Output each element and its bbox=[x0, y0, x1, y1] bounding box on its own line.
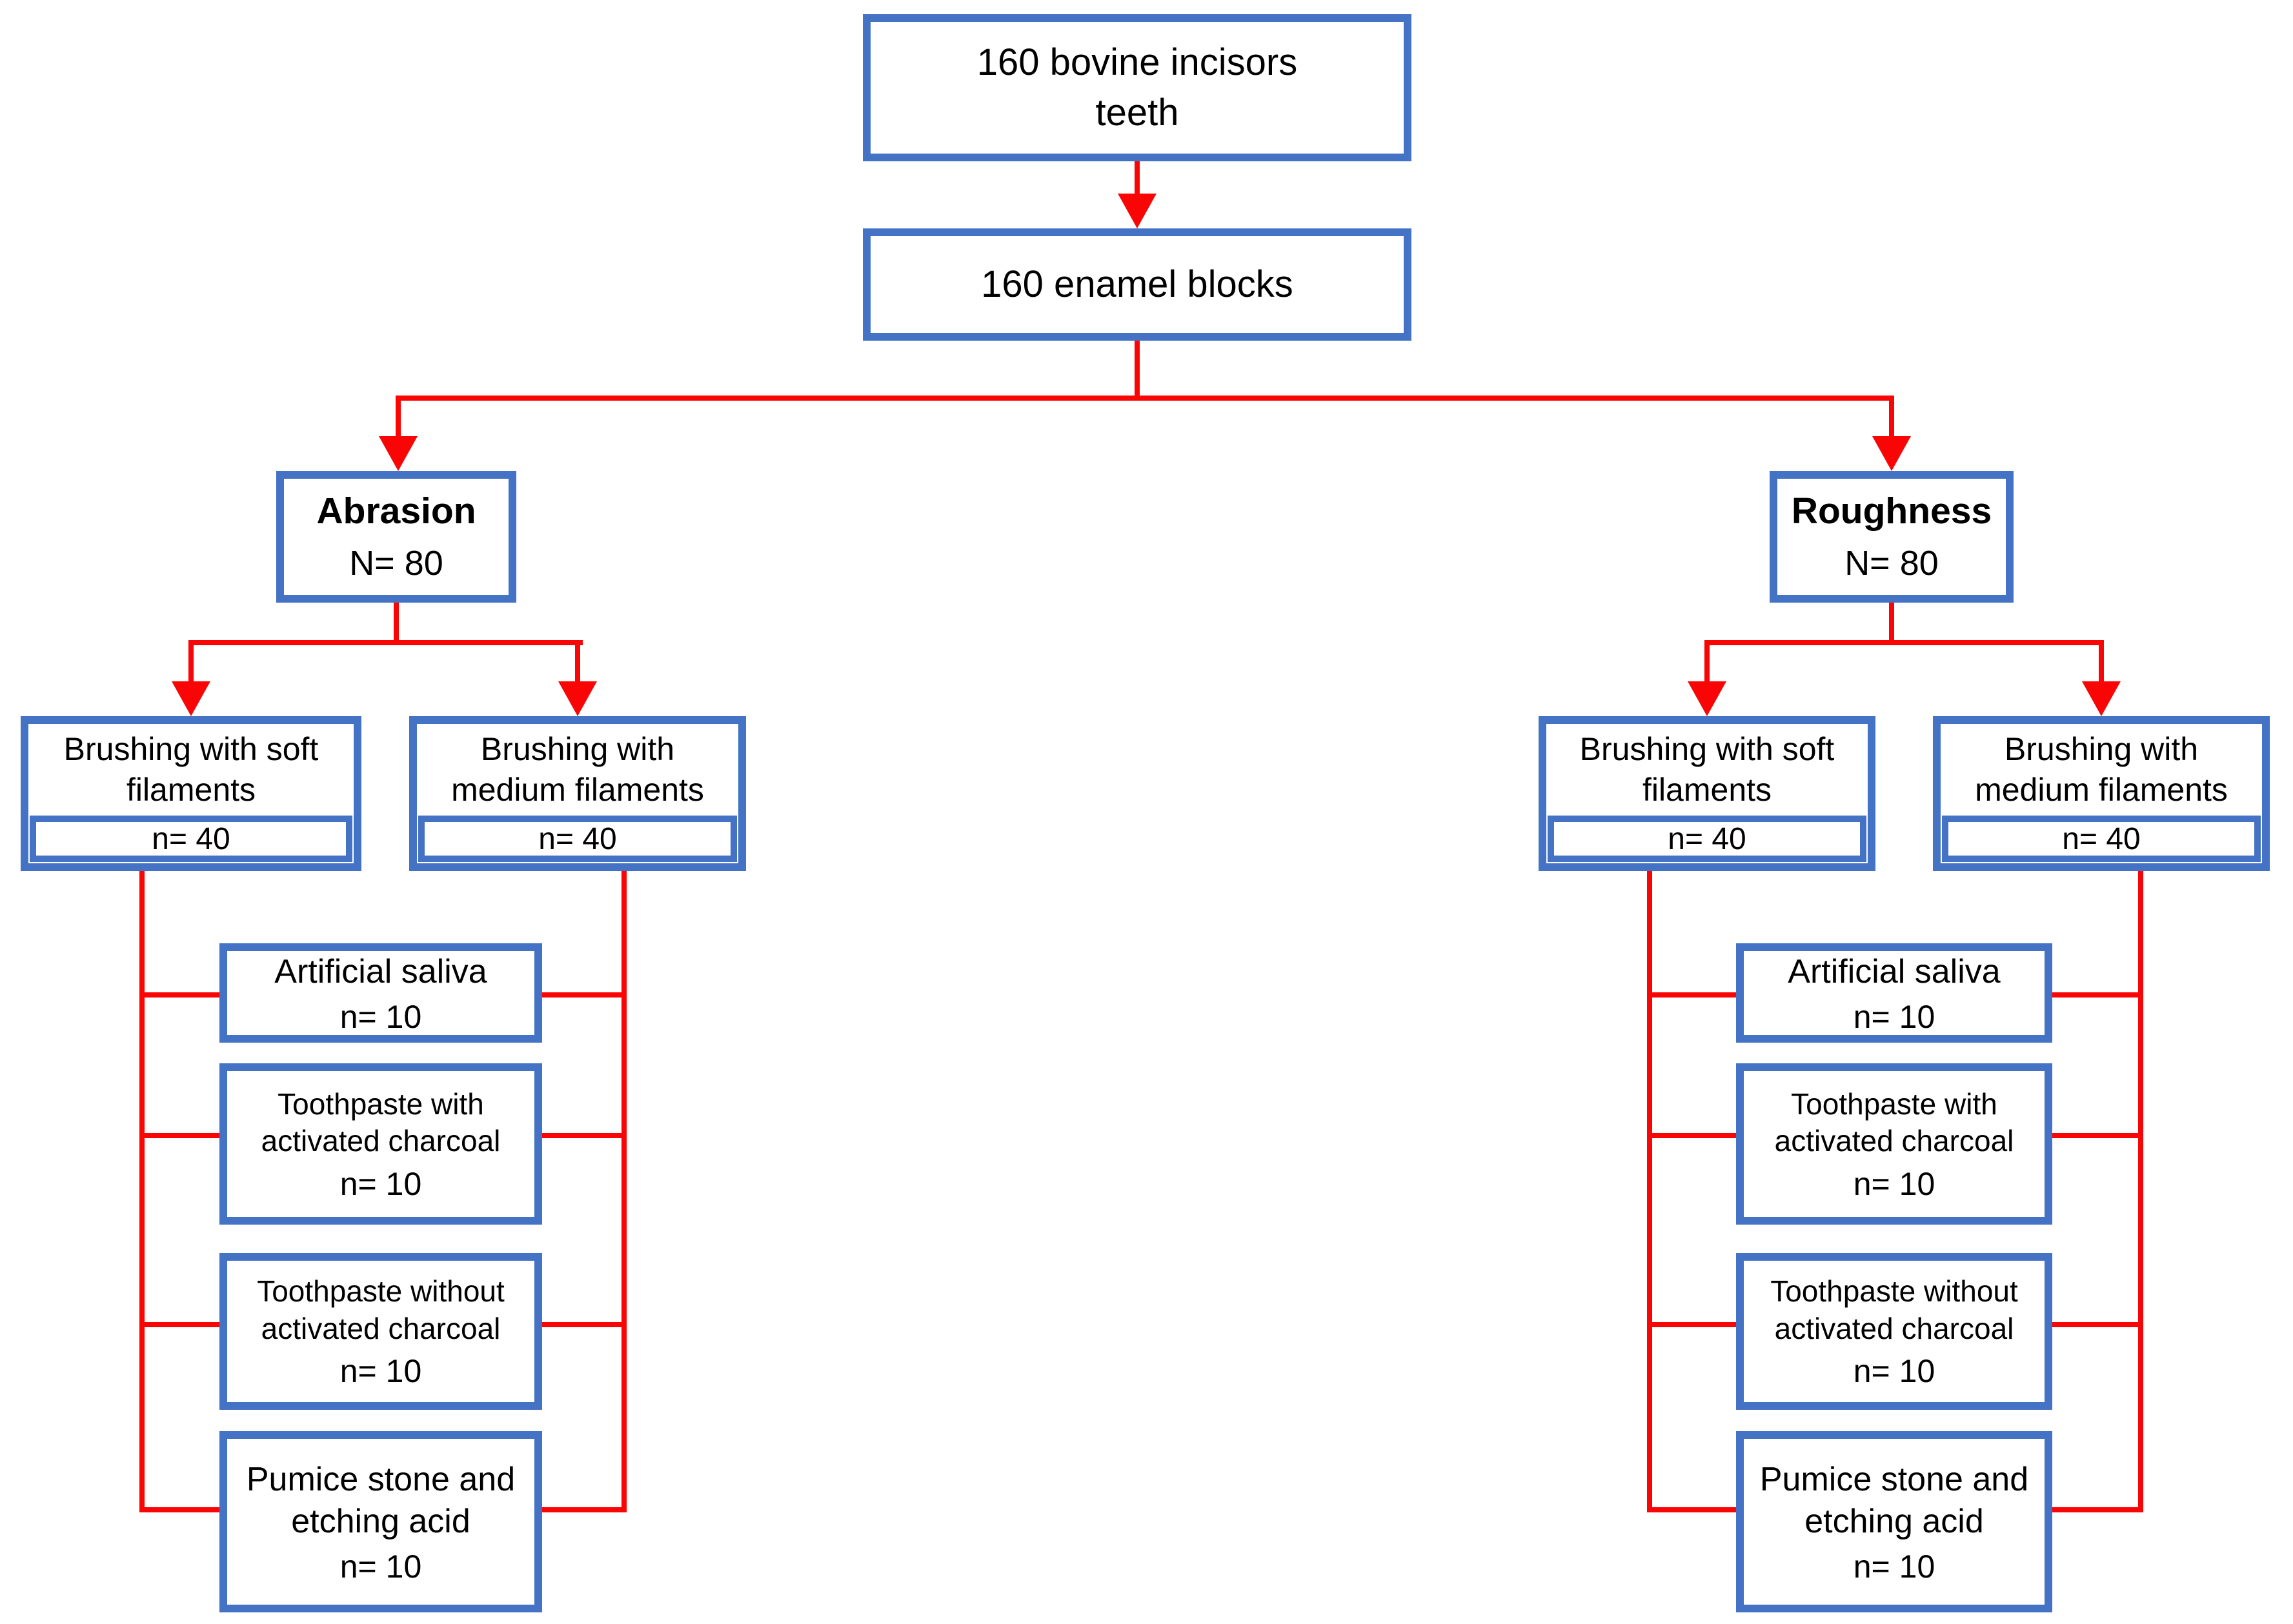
node-source: 160 bovine incisors teeth bbox=[863, 14, 1411, 161]
abrasion-count: N= 80 bbox=[349, 543, 443, 583]
roughness-nocharcoal-count: n= 10 bbox=[1853, 1353, 1935, 1389]
arrowhead-roughness bbox=[1872, 436, 1911, 471]
stub-left-nocharcoal-l bbox=[142, 1322, 219, 1327]
abrasion-nocharcoal-count: n= 10 bbox=[339, 1353, 422, 1389]
rail-roughness-soft bbox=[1647, 871, 1652, 1512]
stub-right-pumice-l bbox=[1650, 1507, 1736, 1512]
arrowhead-abrasion-medium bbox=[558, 681, 597, 716]
roughness-soft-title: Brushing with soft filaments bbox=[1579, 731, 1835, 808]
stub-left-charcoal-l bbox=[142, 1133, 219, 1138]
rail-abrasion-soft bbox=[139, 871, 145, 1512]
node-enamel-blocks: 160 enamel blocks bbox=[863, 228, 1411, 341]
stub-right-nocharcoal-r bbox=[2052, 1322, 2143, 1327]
abrasion-pumice-title: Pumice stone and etching acid bbox=[246, 1460, 516, 1540]
node-abrasion-soft-filaments: Brushing with soft filaments n= 40 bbox=[21, 716, 361, 871]
roughness-pumice-title: Pumice stone and etching acid bbox=[1759, 1460, 2029, 1540]
abrasion-saliva-count: n= 10 bbox=[339, 998, 422, 1035]
roughness-count: N= 80 bbox=[1844, 543, 1939, 583]
node-roughness-artificial-saliva: Artificial saliva n= 10 bbox=[1736, 943, 2052, 1043]
roughness-charcoal-count: n= 10 bbox=[1853, 1165, 1935, 1202]
connector-roughness-soft-arm bbox=[1704, 640, 1710, 684]
arrowhead-enamel bbox=[1118, 194, 1157, 228]
rail-abrasion-medium bbox=[621, 871, 627, 1512]
stub-left-saliva-r bbox=[542, 992, 627, 997]
arrowhead-roughness-medium bbox=[2082, 681, 2121, 716]
rail-roughness-medium bbox=[2138, 871, 2143, 1512]
node-abrasion-artificial-saliva: Artificial saliva n= 10 bbox=[219, 943, 542, 1043]
connector-abrasion-stem bbox=[394, 603, 399, 645]
roughness-medium-title: Brushing with medium filaments bbox=[1975, 731, 2228, 808]
node-roughness: Roughness N= 80 bbox=[1770, 471, 2014, 603]
abrasion-pumice-count: n= 10 bbox=[339, 1548, 422, 1585]
abrasion-charcoal-count: n= 10 bbox=[339, 1165, 422, 1202]
stub-left-charcoal-r bbox=[542, 1133, 627, 1138]
abrasion-soft-title: Brushing with soft filaments bbox=[63, 731, 319, 808]
node-abrasion-nocharcoal-toothpaste: Toothpaste without activated charcoal n=… bbox=[219, 1253, 542, 1410]
stub-left-nocharcoal-r bbox=[542, 1322, 627, 1327]
node-roughness-soft-filaments: Brushing with soft filaments n= 40 bbox=[1539, 716, 1875, 871]
abrasion-medium-title: Brushing with medium filaments bbox=[451, 731, 704, 808]
arrowhead-roughness-soft bbox=[1688, 681, 1726, 716]
connector-roughness-stem bbox=[1889, 603, 1894, 645]
stub-left-pumice-r bbox=[542, 1507, 627, 1512]
connector-enamel-stem bbox=[1135, 341, 1140, 401]
stub-left-pumice-l bbox=[142, 1507, 219, 1512]
abrasion-soft-count: n= 40 bbox=[30, 816, 352, 862]
connector-source-stem bbox=[1135, 161, 1140, 197]
node-roughness-nocharcoal-toothpaste: Toothpaste without activated charcoal n=… bbox=[1736, 1253, 2052, 1410]
connector-abrasion-soft-arm bbox=[188, 640, 194, 684]
roughness-saliva-count: n= 10 bbox=[1853, 998, 1935, 1035]
abrasion-title: Abrasion bbox=[316, 490, 476, 532]
node-roughness-charcoal-toothpaste: Toothpaste with activated charcoal n= 10 bbox=[1736, 1063, 2052, 1225]
stub-right-charcoal-r bbox=[2052, 1133, 2143, 1138]
stub-right-nocharcoal-l bbox=[1650, 1322, 1736, 1327]
roughness-saliva-title: Artificial saliva bbox=[1788, 952, 2001, 990]
abrasion-saliva-title: Artificial saliva bbox=[274, 952, 487, 990]
stub-left-saliva-l bbox=[142, 992, 219, 997]
stub-right-saliva-l bbox=[1650, 992, 1736, 997]
roughness-soft-count: n= 40 bbox=[1548, 816, 1866, 862]
connector-abrasion-arm bbox=[396, 396, 401, 440]
node-roughness-pumice-etching: Pumice stone and etching acid n= 10 bbox=[1736, 1431, 2052, 1612]
connector-abrasion-split bbox=[188, 640, 583, 645]
connector-abrasion-medium-arm bbox=[575, 640, 580, 684]
node-abrasion-charcoal-toothpaste: Toothpaste with activated charcoal n= 10 bbox=[219, 1063, 542, 1225]
connector-roughness-medium-arm bbox=[2099, 640, 2104, 684]
node-abrasion: Abrasion N= 80 bbox=[276, 471, 516, 603]
roughness-nocharcoal-title: Toothpaste without activated charcoal bbox=[1770, 1274, 2018, 1345]
stub-right-charcoal-l bbox=[1650, 1133, 1736, 1138]
abrasion-medium-count: n= 40 bbox=[418, 816, 737, 862]
connector-roughness-arm bbox=[1889, 396, 1894, 440]
roughness-medium-count: n= 40 bbox=[1942, 816, 2261, 862]
connector-main-split bbox=[396, 396, 1894, 401]
node-source-label: 160 bovine incisors teeth bbox=[976, 41, 1298, 134]
node-roughness-medium-filaments: Brushing with medium filaments n= 40 bbox=[1933, 716, 2270, 871]
arrowhead-abrasion-soft bbox=[172, 681, 210, 716]
node-abrasion-medium-filaments: Brushing with medium filaments n= 40 bbox=[409, 716, 746, 871]
node-abrasion-pumice-etching: Pumice stone and etching acid n= 10 bbox=[219, 1431, 542, 1612]
connector-roughness-split bbox=[1704, 640, 2104, 645]
stub-right-pumice-r bbox=[2052, 1507, 2143, 1512]
stub-right-saliva-r bbox=[2052, 992, 2143, 997]
node-enamel-label: 160 enamel blocks bbox=[981, 263, 1293, 306]
arrowhead-abrasion bbox=[379, 436, 418, 471]
abrasion-nocharcoal-title: Toothpaste without activated charcoal bbox=[257, 1274, 505, 1345]
roughness-pumice-count: n= 10 bbox=[1853, 1548, 1935, 1585]
abrasion-charcoal-title: Toothpaste with activated charcoal bbox=[261, 1087, 501, 1158]
roughness-title: Roughness bbox=[1791, 490, 1992, 532]
roughness-charcoal-title: Toothpaste with activated charcoal bbox=[1774, 1087, 2014, 1158]
